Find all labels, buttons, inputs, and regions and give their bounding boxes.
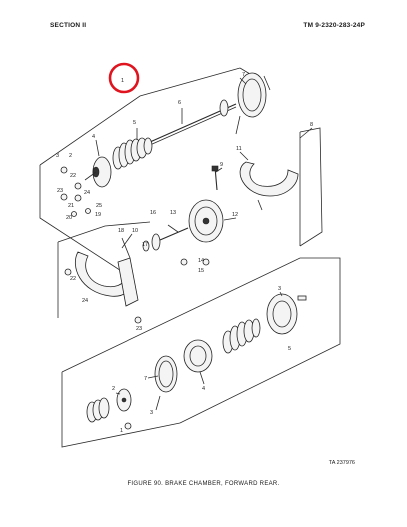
red-circle-annotation	[108, 62, 140, 94]
section-label: SECTION II	[50, 22, 87, 29]
fitting-upper	[85, 208, 91, 214]
callout-7b: 7	[144, 376, 147, 382]
callout-7: 7	[242, 72, 245, 78]
bracket-bolt	[257, 199, 263, 211]
ta-number: TA 237976	[328, 460, 355, 466]
callout-6: 6	[178, 100, 181, 106]
diaphragm-spring	[112, 137, 153, 170]
callout-16: 16	[150, 210, 156, 216]
callout-12: 12	[232, 212, 238, 218]
frame-left-edge	[39, 165, 133, 279]
clamp-ring	[237, 72, 267, 118]
lower-washer-hole	[121, 397, 127, 403]
nut-upper-3	[60, 193, 68, 201]
callout-25: 25	[96, 203, 102, 209]
mounting-bracket-upper	[239, 161, 299, 197]
lower-plate-inner	[189, 345, 207, 367]
callout-2b: 2	[112, 386, 115, 392]
return-spring	[86, 397, 110, 423]
nut-upper-1	[60, 166, 68, 174]
callout-13: 13	[170, 210, 176, 216]
callout-9: 9	[220, 162, 223, 168]
diaphragm-boot-lower	[222, 318, 261, 354]
callout-20: 20	[66, 215, 72, 221]
callout-3: 3	[56, 153, 59, 159]
callout-4: 4	[92, 134, 95, 140]
callout-24: 24	[84, 190, 90, 196]
shaft-washer	[151, 233, 161, 251]
tm-number: TM 9-2320-283-24P	[303, 22, 365, 29]
chamber-inner	[194, 206, 218, 236]
housing-stud	[84, 171, 97, 181]
callout-23b: 23	[136, 326, 142, 332]
callout-1: 1	[121, 78, 124, 84]
shaft-nut	[142, 240, 150, 252]
chamber-shaft	[159, 227, 189, 241]
lower-fitting	[297, 295, 307, 301]
lower-plate	[183, 339, 213, 373]
callout-8: 8	[310, 122, 313, 128]
small-washer-middle	[202, 258, 210, 266]
washer-upper	[74, 194, 82, 202]
callout-19: 19	[95, 212, 101, 218]
clamp-ring-inner	[242, 78, 262, 112]
callout-17: 17	[142, 242, 148, 248]
rod-washer	[219, 99, 229, 117]
nut-upper-2	[74, 182, 82, 190]
callout-22b: 22	[70, 276, 76, 282]
figure-caption: FIGURE 90. BRAKE CHAMBER, FORWARD REAR.	[127, 481, 280, 487]
callout-2: 2	[69, 153, 72, 159]
callout-18: 18	[118, 228, 124, 234]
nut-middle-lower	[134, 316, 142, 324]
callout-15: 15	[198, 268, 204, 274]
callout-3c: 3	[150, 410, 153, 416]
callout-21: 21	[68, 203, 74, 209]
callout-5: 5	[133, 120, 136, 126]
callout-22: 22	[70, 173, 76, 179]
chamber-port	[202, 217, 210, 225]
small-nut-middle	[180, 258, 188, 266]
leader-lines	[95, 77, 313, 411]
lower-chamber-housing	[266, 293, 298, 335]
frame-bottom-right	[61, 257, 341, 424]
lockwasher-upper	[71, 211, 77, 217]
nut-middle-left	[64, 268, 72, 276]
bolt-head	[211, 165, 219, 172]
callout-24b: 24	[82, 298, 88, 304]
frame-bottom-left	[61, 372, 181, 448]
callout-1b: 1	[120, 428, 123, 434]
callout-23: 23	[57, 188, 63, 194]
lower-clamp-inner	[158, 360, 174, 388]
callout-14: 14	[198, 258, 204, 264]
callout-numbers: 1 5 6 7 4 3 2 22 23 21 24 20 19 25 11 8 …	[56, 72, 313, 434]
frame-middle-top	[57, 221, 151, 243]
callout-10: 10	[132, 228, 138, 234]
clamp-ring-ends	[235, 75, 271, 135]
frame-right-box	[299, 127, 323, 247]
bracket-plate	[117, 257, 139, 307]
frame-top-edge	[39, 67, 241, 166]
callout-3b: 3	[278, 286, 281, 292]
callout-11: 11	[236, 146, 242, 152]
lower-nut	[124, 422, 132, 430]
callout-4b: 4	[202, 386, 205, 392]
callout-5b: 5	[288, 346, 291, 352]
lower-housing-inner	[272, 300, 292, 328]
